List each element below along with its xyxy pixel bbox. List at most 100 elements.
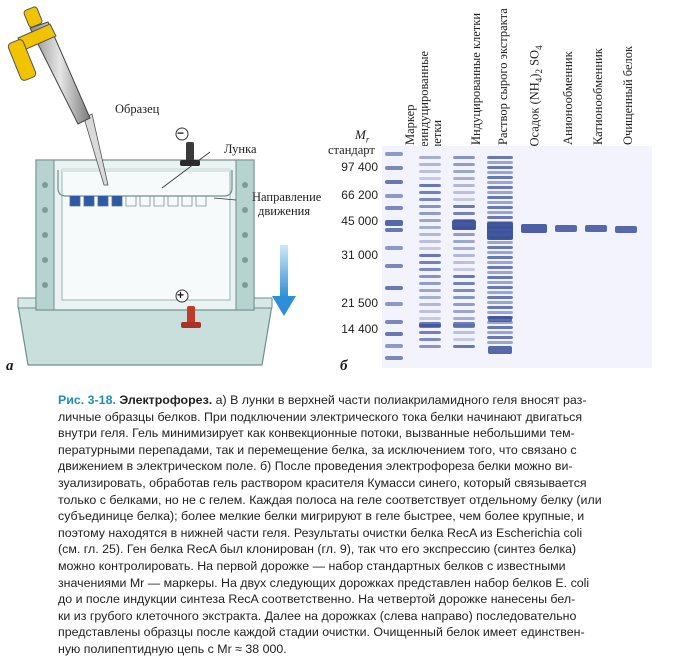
well-label: Лунка [224, 142, 257, 156]
gel-band [419, 219, 441, 222]
caption-line: пературными перепадами, так и перемещени… [58, 442, 577, 457]
gel-band [453, 170, 475, 173]
gel-band [453, 156, 475, 159]
gel-band [419, 322, 441, 328]
gel-band [487, 196, 513, 199]
gel-band [419, 310, 441, 313]
gel-band [453, 322, 475, 328]
apparatus-tank [35, 159, 255, 311]
gel-band [487, 211, 513, 214]
gel-band [488, 316, 512, 322]
gel-band [419, 317, 441, 320]
gel-band [453, 303, 475, 306]
gel-band [453, 247, 475, 250]
gel-band [453, 289, 475, 292]
caption-line: внутри геля. Гель минимизирует как конве… [58, 426, 575, 441]
mw-value: 97 400 [341, 160, 378, 174]
caption-line: можно контролировать. На первой дорожке … [58, 558, 566, 573]
gel-band [453, 177, 475, 180]
caption-line: ки из грубого клеточного экстракта. Дале… [58, 608, 577, 623]
caption-line: движением в электрическом поле. б) После… [58, 459, 573, 474]
gel-band [487, 336, 513, 339]
gel-band [385, 228, 403, 232]
gel-band [487, 331, 513, 334]
gel-band [487, 301, 513, 304]
panel-a-letter: а [6, 358, 14, 374]
gel-band [487, 222, 513, 240]
caption-line: субъединице белка); более мелкие белки м… [58, 509, 585, 524]
gel-band [385, 206, 403, 210]
gel-band [487, 161, 513, 164]
gel-band [385, 264, 403, 268]
gel-band [521, 224, 547, 233]
caption-line: (см. гл. 25). Ген белка RecA был клониро… [58, 542, 577, 557]
minus-sign: − [177, 126, 185, 140]
gel-band [487, 206, 513, 209]
gel-band [488, 346, 512, 354]
gel-band [453, 184, 475, 187]
gel-band [487, 191, 513, 194]
gel-band [453, 205, 475, 208]
gel-band [419, 233, 441, 236]
gel-band [487, 181, 513, 184]
gel-band [453, 338, 475, 341]
gel-band [419, 163, 441, 166]
gel-band [419, 261, 441, 264]
mw-value: 45 000 [341, 214, 378, 228]
panel-b-letter: б [340, 358, 348, 374]
gel-band [453, 240, 475, 243]
caption-line: ную полипептидную цепь с Mr ≈ 38 000. [58, 641, 287, 656]
gel-band [487, 266, 513, 269]
gel-band [419, 170, 441, 173]
standard-label: стандарт [328, 143, 375, 157]
gel-band [419, 156, 441, 159]
gel-band [487, 201, 513, 204]
gel-band [615, 226, 637, 233]
sample-label: Образец [115, 102, 160, 116]
caption-line: только с белками, но не с гелем. Каждая … [58, 492, 602, 507]
gel-band [419, 240, 441, 243]
lane-label-anion-exchange: Анионообменник [561, 51, 575, 145]
gel-band [453, 282, 475, 285]
gel-band [585, 225, 607, 232]
gel-band [487, 291, 513, 294]
gel-band [419, 268, 441, 271]
gel-band [555, 225, 577, 232]
gel-band [487, 166, 513, 169]
gel-band [385, 356, 403, 360]
migration-direction-arrow [272, 245, 296, 316]
lane-label-purified-protein: Очищенный белок [621, 45, 635, 145]
gel-band [453, 212, 475, 215]
lane-label-ammonium-sulfate: Осадок (NH4)2 SO4 [527, 45, 545, 147]
gel-band [385, 220, 403, 226]
caption-line: а) В лунки в верхней части полиакриламид… [212, 393, 587, 407]
gel-band [453, 233, 475, 236]
gel-band [419, 282, 441, 285]
gel-band [385, 302, 403, 306]
gel-band [419, 205, 441, 208]
gel-band [487, 171, 513, 174]
caption-line: представлены образцы после каждой стадии… [58, 625, 585, 640]
gel-band [453, 317, 475, 320]
gel-band [385, 194, 403, 198]
mr-label: Mr [355, 127, 370, 145]
gel-band [452, 220, 476, 230]
gel-band [419, 184, 441, 187]
gel-band [487, 176, 513, 179]
mw-value: 14 400 [341, 322, 378, 336]
gel-band [487, 216, 513, 219]
caption-line: до и после индукции синтеза RecA соответ… [58, 592, 576, 607]
gel-band [385, 166, 403, 170]
direction-label-line1: Направление [252, 190, 322, 204]
sds-page-gel [382, 146, 652, 368]
gel-band [385, 344, 403, 348]
gel-band [419, 345, 441, 348]
caption-line: значениями Mr — маркеры. На двух следующ… [58, 575, 590, 590]
gel-band [419, 212, 441, 215]
caption-line: личные образцы белков. При подключении э… [58, 409, 583, 424]
mw-value: 66 200 [341, 188, 378, 202]
gel-band [419, 247, 441, 250]
figure-title: Электрофорез. [119, 393, 213, 407]
lane-label-marker: Маркер [403, 104, 417, 145]
gel-band [419, 226, 441, 229]
